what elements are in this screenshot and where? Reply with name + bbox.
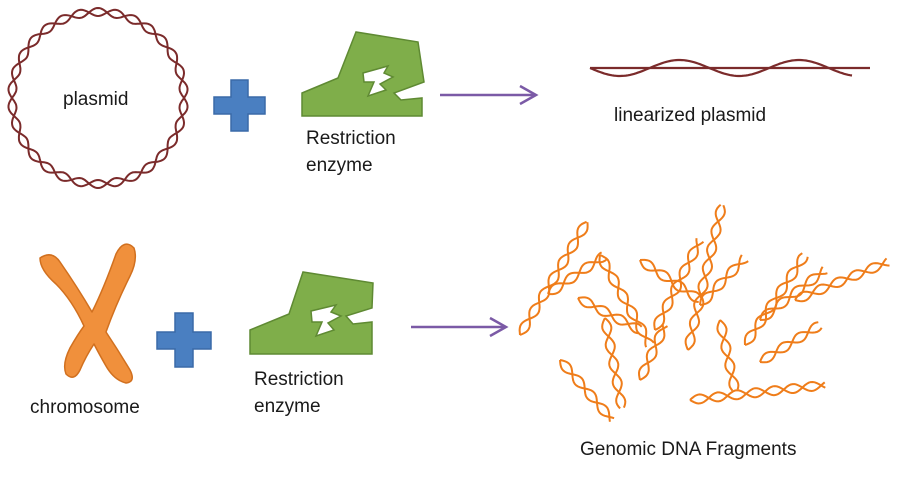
dna-fragment-strand	[699, 260, 749, 306]
dna-fragment-strand	[519, 222, 589, 336]
restriction-enzyme-icon-top	[301, 31, 425, 117]
dna-fragment-strand	[639, 258, 699, 303]
arrow-icon-bottom	[411, 316, 509, 338]
linear-strand-wave	[589, 58, 853, 78]
dna-fragment-strand	[759, 327, 823, 363]
dna-fragment-strand	[599, 254, 648, 348]
dna-fragment-strand	[639, 323, 666, 381]
genomic-dna-fragments	[518, 203, 890, 422]
plus-icon-bottom	[156, 312, 212, 368]
dna-fragment-strand	[794, 262, 890, 301]
linearized-plasmid-label: linearized plasmid	[614, 105, 767, 126]
dna-fragment-strand	[687, 203, 722, 351]
dna-fragment-strand	[719, 319, 736, 392]
chromosome-label: chromosome	[30, 397, 140, 418]
dna-fragment-strand	[716, 319, 740, 390]
dna-fragment-strand	[759, 266, 824, 321]
restriction-enzyme-label-bottom: Restriction enzyme	[254, 366, 344, 420]
dna-fragment-strand	[699, 254, 743, 306]
plus-icon-top	[213, 79, 266, 132]
dna-fragment-strand	[547, 258, 608, 295]
enzyme-top-line1: Restriction	[306, 128, 396, 149]
restriction-enzyme-label-top: Restriction enzyme	[306, 125, 396, 179]
dna-fragment-strand	[639, 259, 703, 299]
dna-fragment-strand	[743, 256, 809, 346]
dna-fragment-strand	[653, 241, 705, 331]
dna-fragment-strand	[689, 380, 826, 403]
dna-fragment-strand	[559, 359, 611, 422]
enzyme-top-line2: enzyme	[306, 155, 373, 176]
plasmid-strand-b	[7, 8, 189, 190]
genomic-dna-fragments-label: Genomic DNA Fragments	[580, 439, 797, 460]
dna-fragment-strand	[577, 297, 643, 328]
dna-fragment-strand	[794, 257, 888, 303]
dna-fragment-strand	[598, 254, 655, 344]
dna-fragment-strand	[577, 296, 639, 335]
dna-fragment-strand	[759, 272, 828, 321]
chromosome-icon	[39, 243, 137, 384]
dna-fragment-strand	[604, 317, 627, 408]
dna-fragment-strand	[559, 359, 615, 420]
linearized-plasmid-strand	[589, 58, 870, 78]
plasmid-circle	[7, 6, 189, 190]
dna-fragment-strand	[518, 220, 588, 336]
arrow-icon-top	[440, 84, 539, 106]
enzyme-bottom-line1: Restriction	[254, 369, 344, 390]
dna-fragment-strand	[601, 317, 623, 410]
dna-fragment-strand	[759, 321, 819, 364]
enzyme-bottom-line2: enzyme	[254, 396, 321, 417]
dna-fragment-strand	[547, 251, 603, 296]
restriction-enzyme-icon-bottom	[249, 271, 374, 355]
dna-fragment-strand	[684, 204, 726, 351]
plasmid-label: plasmid	[63, 89, 129, 110]
dna-fragment-strand	[654, 238, 699, 331]
dna-fragment-strand	[637, 325, 669, 381]
